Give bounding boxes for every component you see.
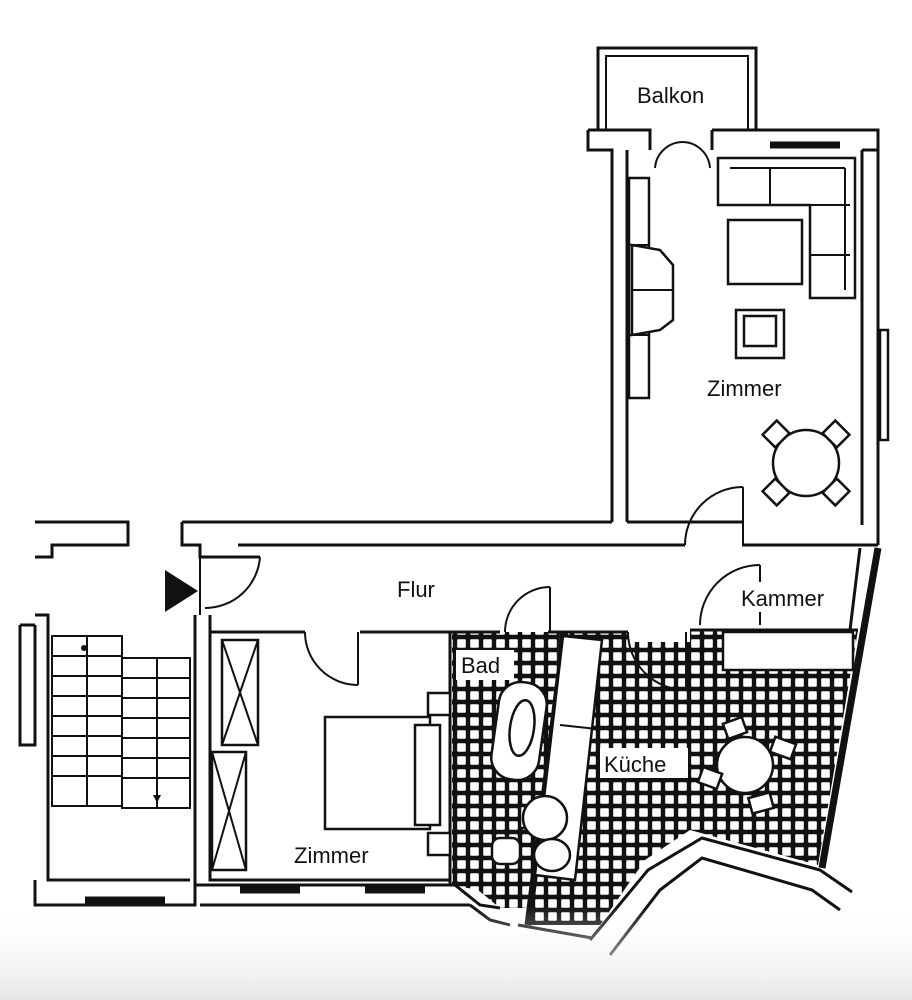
label-kammer: Kammer	[741, 586, 824, 611]
bottom-room-walls	[195, 632, 470, 907]
top-room-furniture	[627, 156, 857, 508]
stairwell	[18, 613, 197, 907]
top-room-walls	[586, 128, 890, 545]
entrance-arrow-icon	[165, 570, 198, 612]
bedroom-door	[304, 631, 359, 686]
bath-door	[504, 586, 551, 633]
entrance-door	[199, 556, 261, 615]
label-kueche: Küche	[604, 752, 666, 777]
balcony-door	[654, 140, 711, 169]
kitchen-tiles	[528, 630, 858, 925]
hallway-walls	[35, 520, 878, 559]
label-flur: Flur	[397, 577, 435, 602]
bottom-fade	[0, 905, 912, 1000]
label-balkon: Balkon	[637, 83, 704, 108]
balcony-outline	[596, 46, 758, 130]
label-zimmer-top: Zimmer	[707, 376, 782, 401]
label-zimmer-bottom: Zimmer	[294, 843, 369, 868]
kitchen-door	[627, 631, 687, 691]
top-room-door	[684, 486, 744, 546]
label-bad: Bad	[461, 653, 500, 678]
kitchen-fixtures	[521, 630, 855, 882]
